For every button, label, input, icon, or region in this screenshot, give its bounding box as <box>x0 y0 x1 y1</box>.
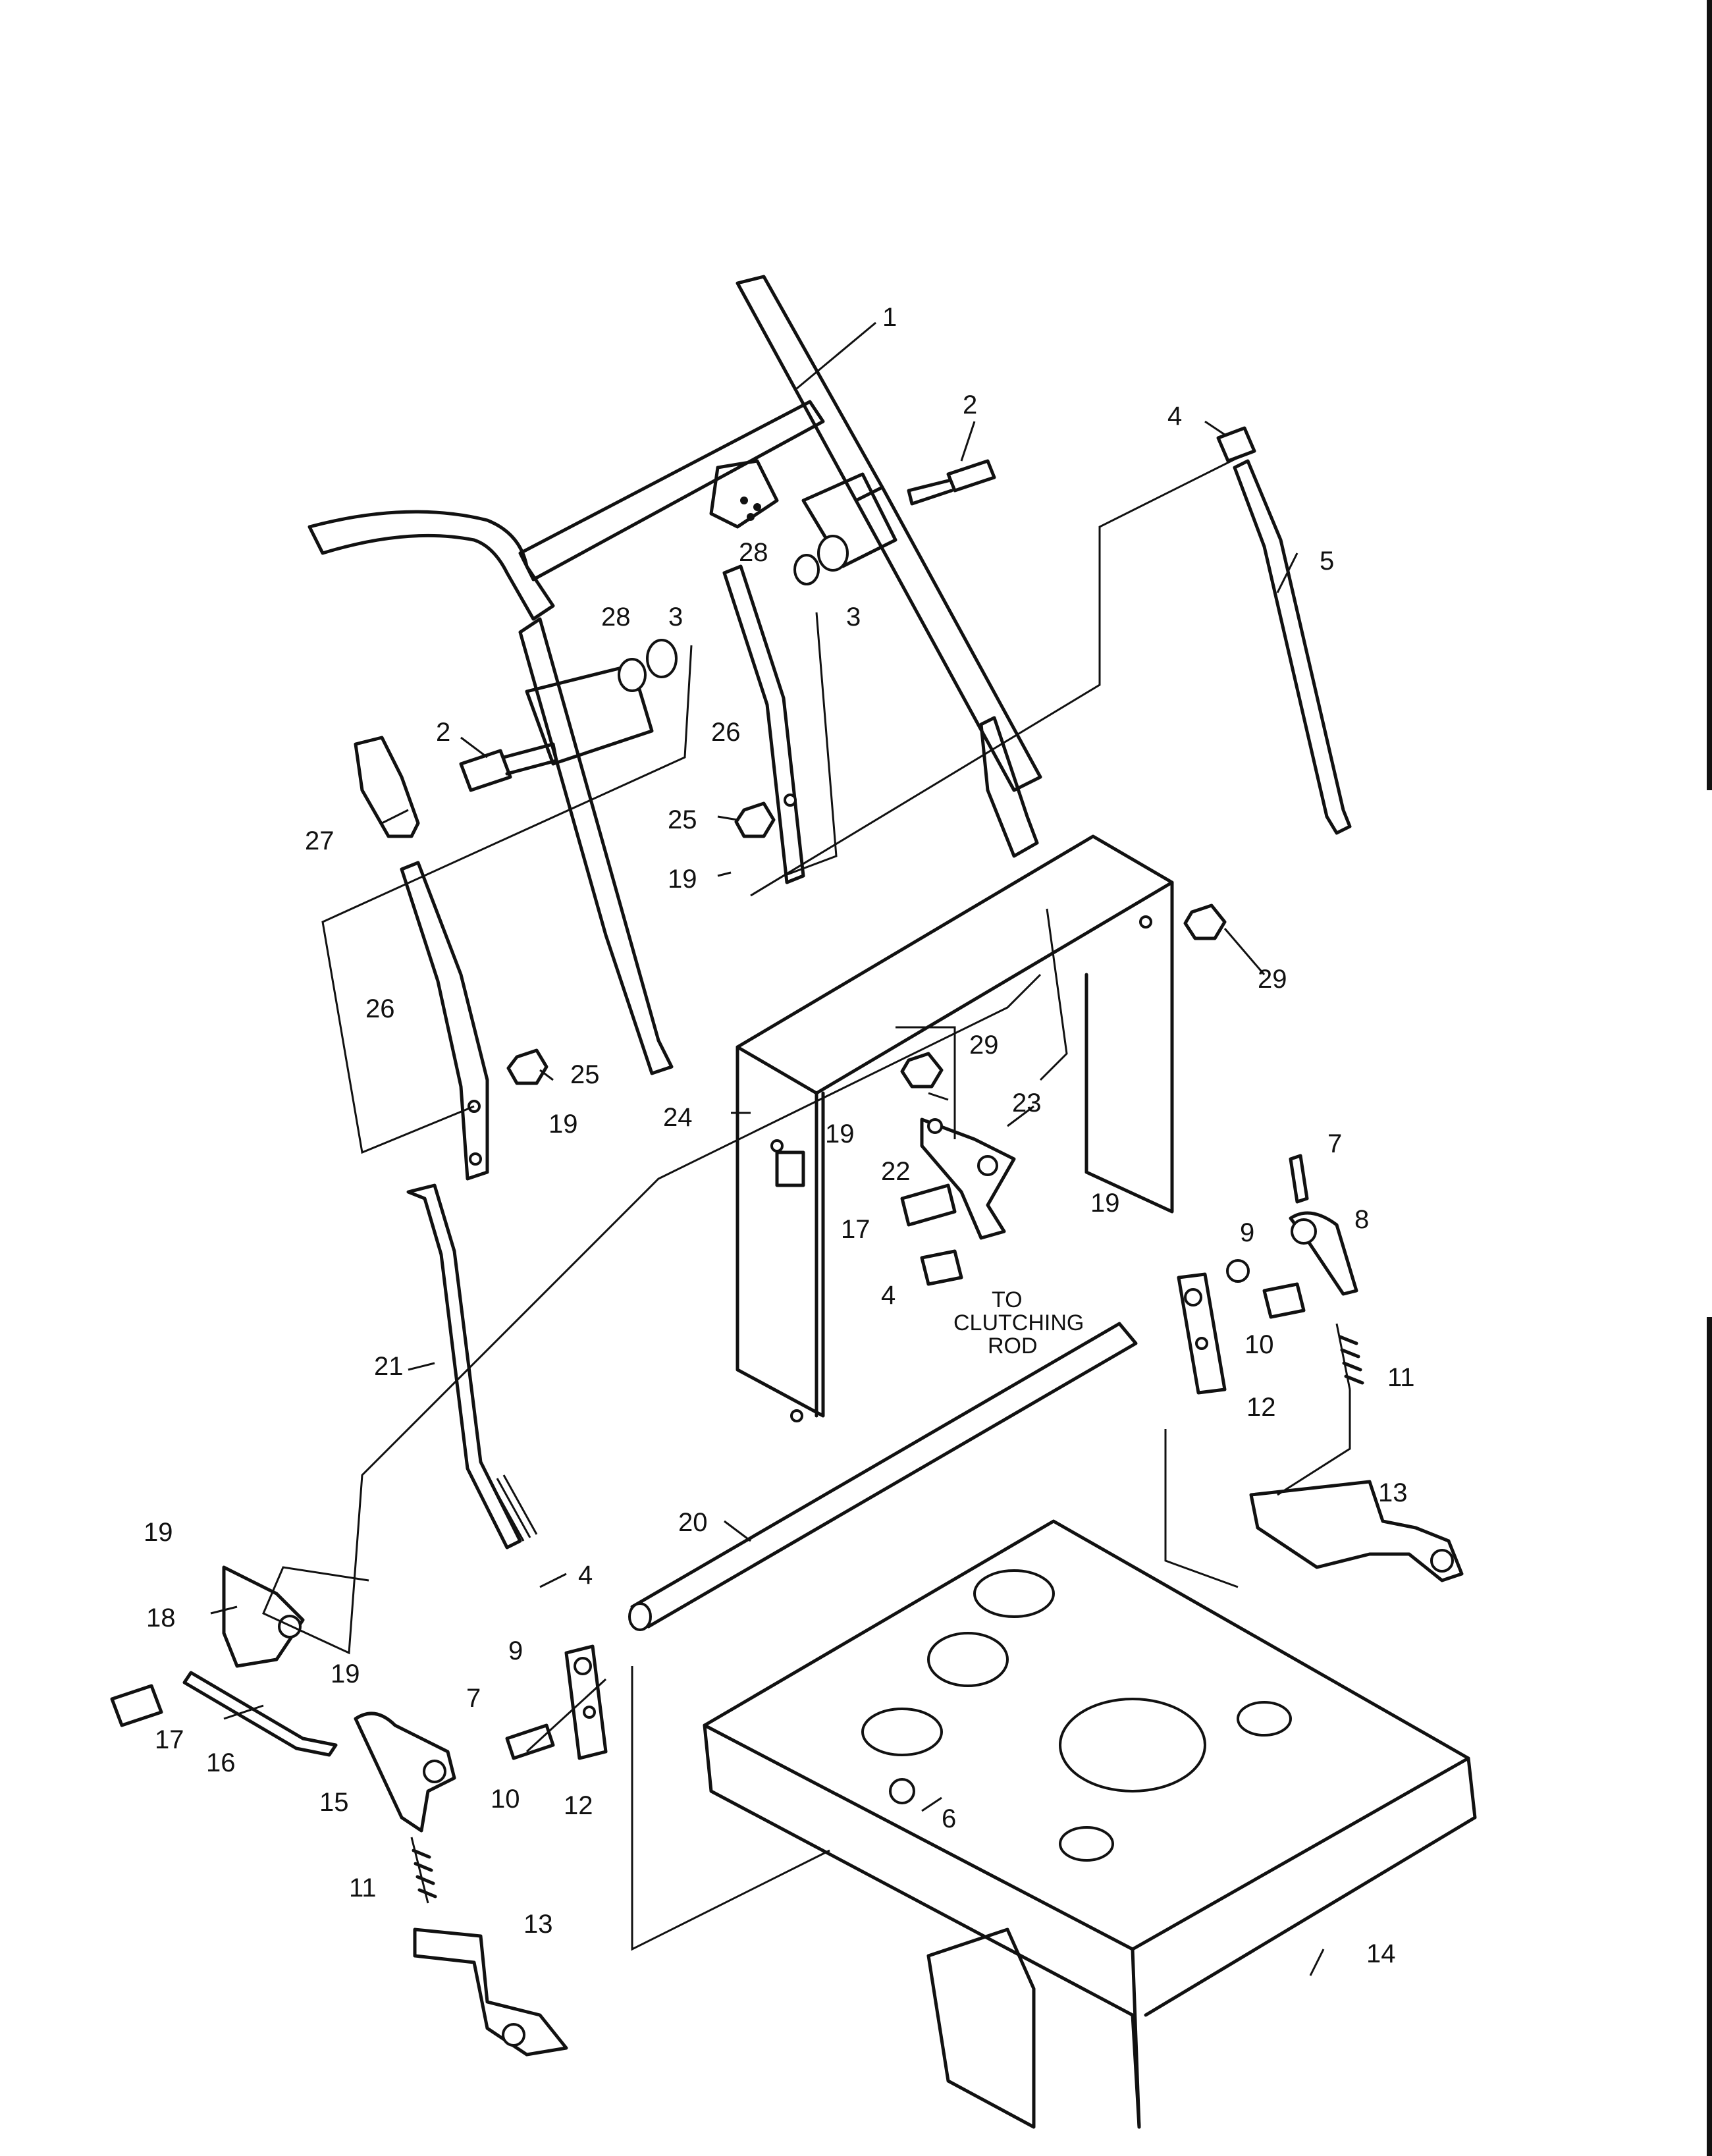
washers-upper <box>793 535 849 585</box>
page-edge-bar-bottom <box>1707 1317 1712 2156</box>
callout-labels: 1 2 4 5 28 3 28 3 26 2 27 25 19 26 25 19… <box>144 303 1415 1968</box>
callout-9-left: 9 <box>508 1636 523 1665</box>
note-to-line2: CLUTCHING <box>953 1310 1084 1335</box>
callout-4-lower: 4 <box>578 1561 593 1590</box>
assembly-lines <box>262 453 1351 1951</box>
callout-12-left: 12 <box>564 1791 593 1820</box>
callout-11-right: 11 <box>1387 1363 1415 1392</box>
bolt-lower <box>459 742 558 792</box>
callout-29-right: 29 <box>1258 965 1287 994</box>
rod-upper-right <box>1233 459 1352 835</box>
callout-4-upper: 4 <box>1167 402 1182 431</box>
callout-27: 27 <box>305 826 334 855</box>
leader-lines <box>210 321 1325 1976</box>
plate-left <box>564 1644 608 1760</box>
bracket-right <box>1249 1480 1464 1582</box>
right-cluster <box>1226 1154 1358 1319</box>
callout-12-right: 12 <box>1246 1393 1276 1422</box>
cross-shaft <box>628 1322 1138 1631</box>
callout-26-upper: 26 <box>711 718 741 747</box>
callout-2-upper: 2 <box>963 391 977 419</box>
note-to-line3: ROD <box>988 1334 1038 1359</box>
callout-9-right: 9 <box>1240 1218 1254 1247</box>
callout-15: 15 <box>319 1788 349 1817</box>
pivot-plate <box>222 1565 305 1668</box>
callout-3-lower: 3 <box>668 603 683 632</box>
callout-11-left: 11 <box>349 1873 377 1902</box>
callout-24: 24 <box>663 1103 693 1132</box>
callout-8: 8 <box>1354 1205 1369 1234</box>
page-edge-bar-top <box>1707 0 1712 790</box>
callout-25-lower: 25 <box>570 1060 600 1089</box>
callout-7-left: 7 <box>466 1684 481 1713</box>
callout-19-left: 19 <box>548 1110 578 1139</box>
callout-28-lower: 28 <box>601 603 631 632</box>
callout-25-upper: 25 <box>668 805 697 834</box>
nut-lower <box>506 1048 548 1085</box>
callout-10-right: 10 <box>1244 1330 1274 1359</box>
control-arm <box>920 1118 1016 1240</box>
callout-19-lower-left: 19 <box>144 1518 173 1547</box>
callout-17-left: 17 <box>155 1725 184 1754</box>
callout-10-left: 10 <box>491 1785 520 1814</box>
callout-22: 22 <box>881 1157 911 1186</box>
callout-1: 1 <box>882 303 897 332</box>
callout-17-center: 17 <box>841 1215 870 1244</box>
link-rod <box>182 1671 338 1757</box>
callout-19-upper: 19 <box>668 865 697 894</box>
callout-2-lower: 2 <box>436 718 450 747</box>
callout-16: 16 <box>206 1748 236 1777</box>
nut-29-right <box>1183 903 1227 940</box>
callout-6: 6 <box>942 1804 956 1833</box>
callout-19-right: 19 <box>1090 1189 1120 1218</box>
callout-29-center: 29 <box>969 1031 999 1060</box>
handle-frame <box>308 275 1042 1075</box>
bolt-upper <box>907 459 996 506</box>
callout-21: 21 <box>374 1352 404 1381</box>
callout-13-right: 13 <box>1378 1478 1408 1507</box>
swivel-center <box>920 1249 963 1286</box>
bolt-left-10 <box>505 1723 555 1760</box>
swivel-upper <box>1216 426 1256 463</box>
plate-right <box>1177 1272 1227 1395</box>
callout-3-upper: 3 <box>846 603 861 632</box>
callout-4-center: 4 <box>881 1281 896 1310</box>
callout-23: 23 <box>1012 1089 1042 1118</box>
callout-28-upper: 28 <box>739 538 768 567</box>
nut-upper <box>734 801 776 838</box>
callout-5: 5 <box>1320 547 1334 576</box>
callout-13-left: 13 <box>523 1910 553 1939</box>
chassis <box>703 1519 1477 2129</box>
lever-upper <box>722 564 805 884</box>
rod-lower-left <box>406 1183 538 1550</box>
note-to-line1: TO <box>992 1287 1023 1312</box>
callout-18: 18 <box>146 1604 176 1632</box>
lever-lower <box>400 861 489 1181</box>
spring-right <box>1335 1323 1364 1390</box>
callout-20: 20 <box>678 1508 708 1537</box>
callout-26-lower: 26 <box>365 994 395 1023</box>
washers-lower <box>618 639 678 692</box>
spring-left <box>410 1837 437 1904</box>
grip-pad <box>354 736 420 838</box>
bolt-center <box>900 1183 957 1227</box>
callout-19-lower-mid: 19 <box>331 1659 360 1688</box>
bracket-left <box>413 1927 568 2057</box>
callout-7-right: 7 <box>1327 1129 1342 1158</box>
bolt-left <box>110 1684 163 1727</box>
nut-29-center <box>900 1052 944 1089</box>
callout-19-center: 19 <box>825 1119 855 1148</box>
bellcrank <box>354 1711 456 1833</box>
console-box <box>736 834 1174 1422</box>
callout-14: 14 <box>1366 1939 1396 1968</box>
